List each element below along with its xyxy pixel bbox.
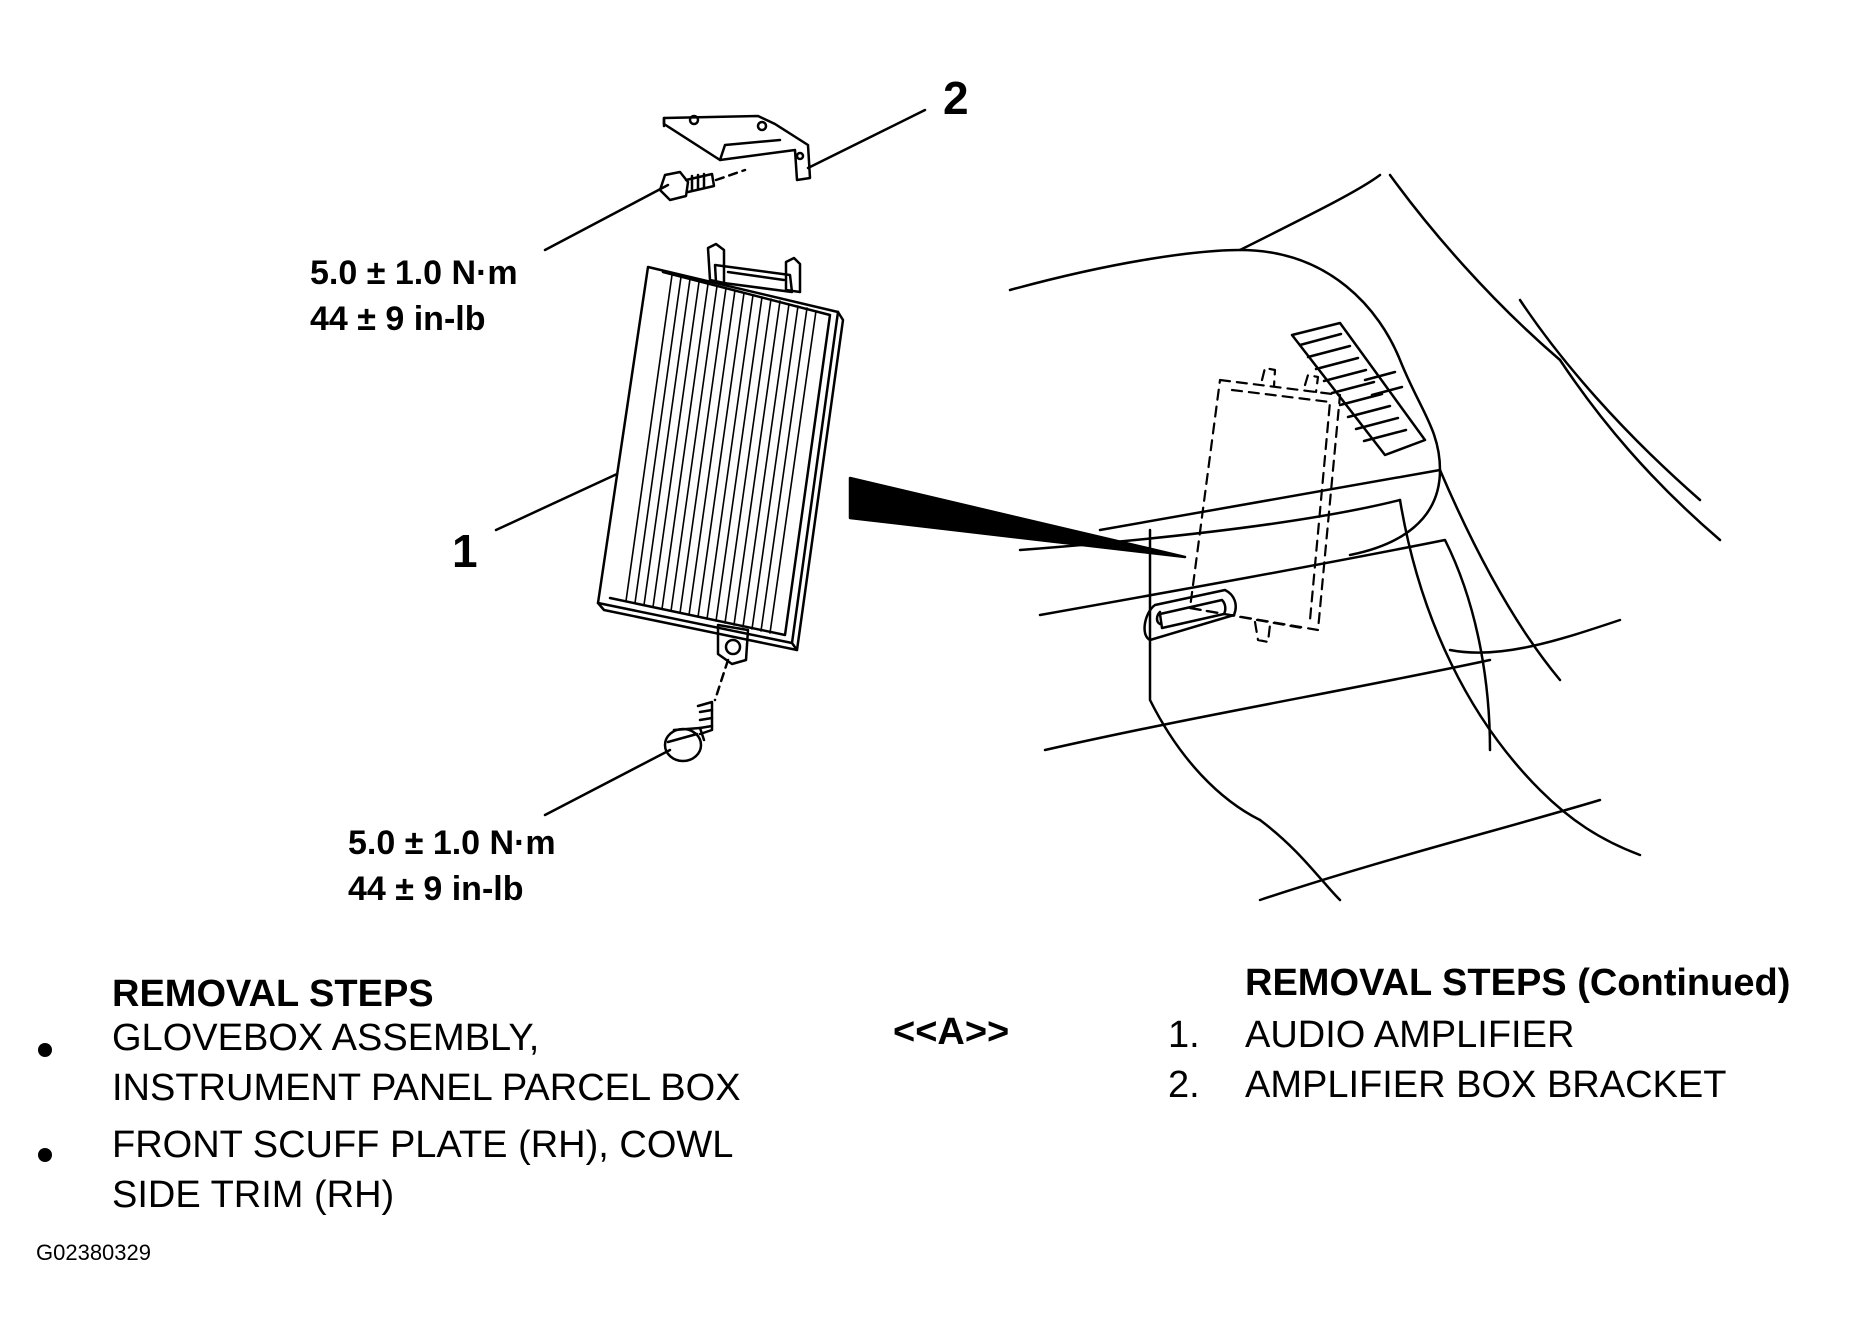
bullet-icon	[38, 1043, 52, 1057]
leader-line-part1	[494, 472, 619, 532]
torque-spec-bottom: 5.0 ± 1.0 N·m 44 ± 9 in-lb	[348, 820, 556, 912]
lower-bolt	[663, 658, 730, 763]
leader-line-top-torque	[543, 183, 670, 252]
upper-bolt	[658, 168, 747, 202]
location-pointer	[848, 476, 1187, 559]
removal-step-item: GLOVEBOX ASSEMBLY, INSTRUMENT PANEL PARC…	[112, 1013, 741, 1113]
removal-step-item-line: SIDE TRIM (RH)	[112, 1174, 395, 1216]
removal-step-item: FRONT SCUFF PLATE (RH), COWL SIDE TRIM (…	[112, 1120, 733, 1220]
removal-step-item-line: GLOVEBOX ASSEMBLY,	[112, 1017, 540, 1059]
audio-amplifier	[596, 242, 845, 666]
removal-step-item-line: FRONT SCUFF PLATE (RH), COWL	[112, 1124, 734, 1166]
figure-code: G02380329	[36, 1240, 151, 1265]
leader-line-part2	[806, 108, 927, 170]
torque-top-metric: 5.0 ± 1.0 N·m	[310, 254, 518, 292]
amplifier-box-bracket	[662, 114, 812, 182]
continued-step-label: AUDIO AMPLIFIER	[1245, 1014, 1575, 1056]
torque-spec-top: 5.0 ± 1.0 N·m 44 ± 9 in-lb	[310, 250, 518, 342]
leader-line-bottom-torque	[543, 748, 672, 817]
bullet-icon	[38, 1148, 52, 1162]
note-marker: <<A>>	[893, 1011, 1010, 1053]
callout-part-1: 1	[452, 525, 478, 577]
removal-steps-continued-heading: REMOVAL STEPS (Continued)	[1245, 962, 1791, 1004]
continued-step-number: 1.	[1168, 1014, 1200, 1056]
torque-bottom-imperial: 44 ± 9 in-lb	[348, 870, 524, 908]
callout-part-2: 2	[943, 72, 969, 124]
amplifier-installed-location	[1188, 366, 1342, 644]
removal-steps-heading: REMOVAL STEPS	[112, 973, 434, 1015]
continued-step-label: AMPLIFIER BOX BRACKET	[1245, 1064, 1727, 1106]
torque-top-imperial: 44 ± 9 in-lb	[310, 300, 486, 338]
torque-bottom-metric: 5.0 ± 1.0 N·m	[348, 824, 556, 862]
continued-step-number: 2.	[1168, 1064, 1200, 1106]
removal-step-item-line: INSTRUMENT PANEL PARCEL BOX	[112, 1067, 741, 1109]
instrument-panel	[1008, 173, 1722, 902]
